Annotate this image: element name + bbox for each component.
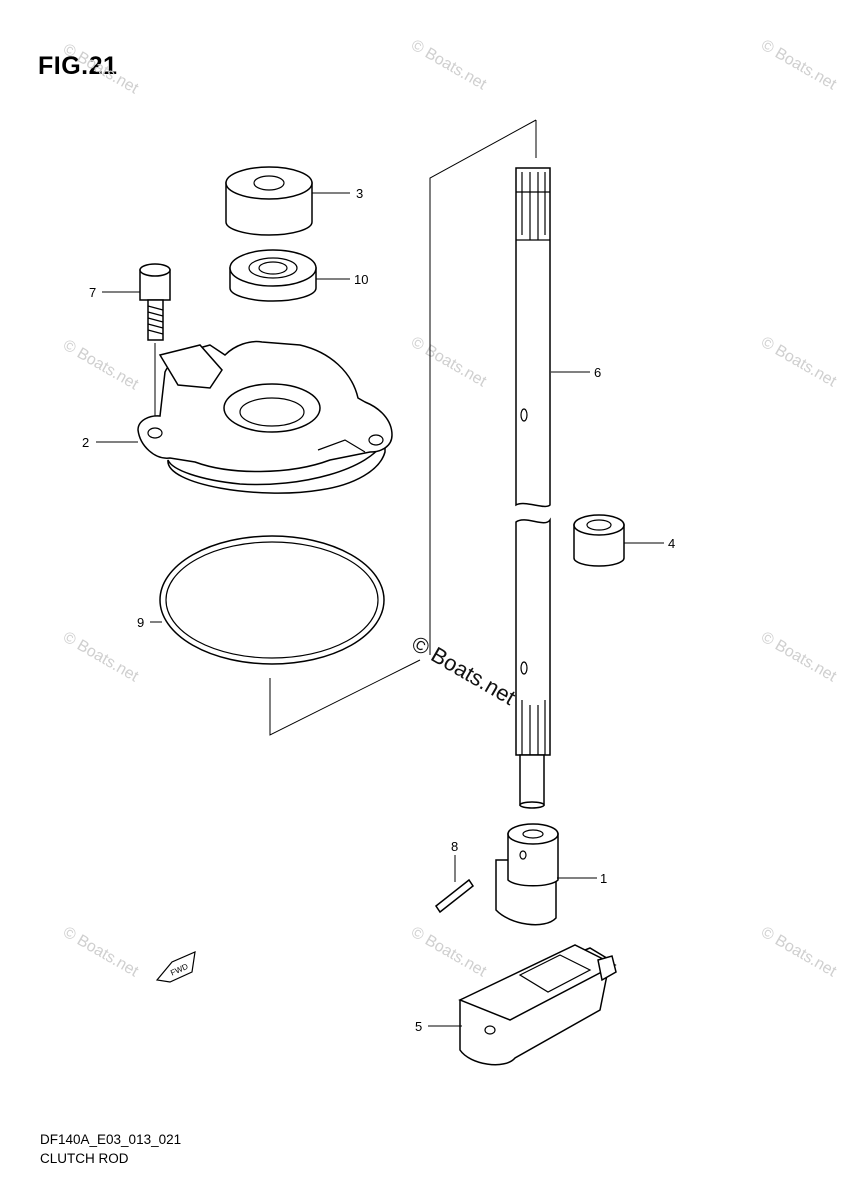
- footer-part-code: DF140A_E03_013_021: [40, 1132, 182, 1147]
- part-2-cover: [137, 340, 393, 494]
- watermark: © Boats.net: [758, 37, 840, 94]
- part-7-bolt: [139, 263, 171, 430]
- callout-9: 9: [137, 615, 144, 630]
- watermark: © Boats.net: [60, 629, 142, 686]
- watermark: © Boats.net: [758, 629, 840, 686]
- watermark: © Boats.net: [408, 924, 490, 981]
- callout-2: 2: [82, 435, 89, 450]
- footer-part-name: CLUTCH ROD: [40, 1151, 129, 1166]
- watermark: © Boats.net: [758, 924, 840, 981]
- callout-10: 10: [354, 272, 368, 287]
- center-watermark: © Boats.net: [408, 631, 520, 710]
- part-5-shift-holder: [458, 944, 617, 1066]
- watermark: © Boats.net: [408, 37, 490, 94]
- watermark: © Boats.net: [60, 41, 142, 98]
- assembly-frame: [269, 119, 537, 736]
- part-9-o-ring: [159, 535, 385, 665]
- part-4-bushing: [573, 514, 625, 567]
- part-10-oil-seal: [229, 249, 317, 302]
- part-6-clutch-rod: [515, 167, 551, 809]
- callout-8: 8: [451, 839, 458, 854]
- callout-labels: 3 10 7 2 6 4 9 8 1 5: [82, 186, 675, 1034]
- callout-4: 4: [668, 536, 675, 551]
- part-8-pin: [434, 878, 475, 914]
- watermark-grid: © Boats.net © Boats.net © Boats.net © Bo…: [60, 37, 840, 981]
- watermark: © Boats.net: [408, 334, 490, 391]
- callout-3: 3: [356, 186, 363, 201]
- part-3-bushing: [225, 166, 313, 236]
- fwd-arrow-icon: FWD: [155, 951, 196, 983]
- watermark: © Boats.net: [60, 337, 142, 394]
- watermark: © Boats.net: [60, 924, 142, 981]
- leader-lines: [96, 192, 664, 1027]
- callout-7: 7: [89, 285, 96, 300]
- callout-1: 1: [600, 871, 607, 886]
- part-1-clutch-shifter: [495, 823, 559, 926]
- watermark: © Boats.net: [758, 334, 840, 391]
- figure-title: FIG.21: [38, 52, 118, 80]
- callout-5: 5: [415, 1019, 422, 1034]
- callout-6: 6: [594, 365, 601, 380]
